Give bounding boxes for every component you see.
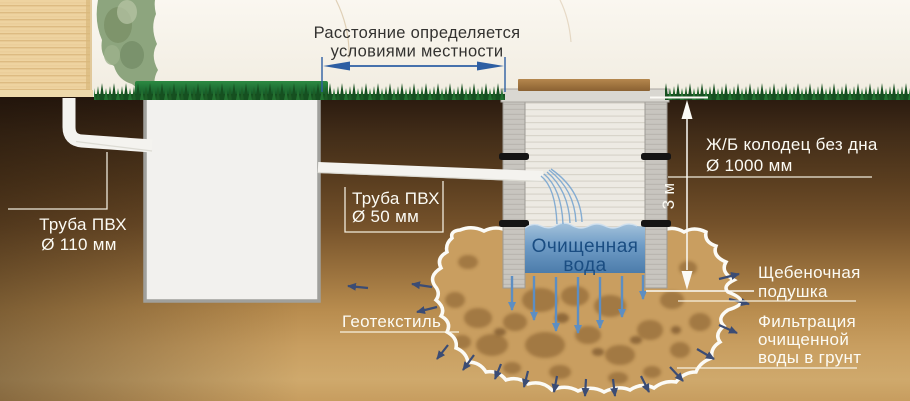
pipe110-label-line1: Труба ПВХ	[39, 215, 127, 234]
depth-dimension	[646, 96, 754, 292]
well-wall-left	[502, 100, 526, 289]
distance-label-line1: Расстояние определяется	[314, 24, 521, 42]
filtration-arrow	[347, 282, 369, 291]
distance-dimension	[321, 57, 506, 92]
filtration-label-line3: воды в грунт	[758, 348, 861, 367]
bush	[96, 0, 158, 91]
distance-arrowhead-right	[477, 61, 504, 71]
filtration-arrows	[347, 272, 750, 397]
outlet-pipe-50	[317, 162, 544, 183]
filtration-arrow	[522, 370, 530, 388]
distance-arrowhead-left	[323, 61, 350, 71]
filtration-arrow	[462, 354, 475, 371]
grass	[94, 83, 910, 100]
filtration-arrow	[551, 375, 560, 393]
water-surface	[524, 222, 638, 229]
pipe50-leader	[344, 181, 444, 233]
clean-water-label-line2: вода	[563, 255, 606, 276]
filtration-arrow	[581, 378, 590, 397]
filtration-arrow	[640, 375, 650, 393]
gravel-label-line2: подушка	[758, 282, 828, 301]
well-label-line2: Ø 1000 мм	[706, 156, 793, 175]
pipe50-label-line2: Ø 50 мм	[352, 207, 419, 226]
water-stream	[540, 168, 583, 225]
depth-arrowhead-up	[681, 100, 693, 119]
well-lid	[518, 79, 650, 91]
sketch-arc	[335, 0, 350, 59]
filtration-arrow	[669, 366, 684, 382]
filtration-arrow	[718, 323, 738, 335]
ring-joint-seal	[499, 153, 529, 160]
inlet-pipe-110	[62, 98, 153, 153]
filtration-arrow	[696, 348, 715, 360]
gravel-label-line1: Щебеночная	[758, 263, 861, 282]
filtration-arrow	[493, 363, 503, 380]
gravel-stones-dark	[494, 313, 681, 356]
septic-tank	[143, 94, 321, 303]
house-wall	[0, 0, 93, 98]
depth-arrowhead-down	[681, 271, 693, 290]
filtration-arrow	[411, 281, 433, 290]
geotextile-label: Геотекстиль	[342, 312, 441, 331]
infiltration-arrows	[508, 275, 647, 334]
sketch-arc	[559, 0, 572, 43]
well-label-line1: Ж/Б колодец без дна	[706, 135, 878, 154]
pipe110-label-line2: Ø 110 мм	[41, 235, 117, 254]
filtration-label-line1: Фильтрация	[758, 312, 856, 331]
geotextile-outline	[430, 226, 743, 394]
filtration-arrow	[436, 344, 449, 360]
clean-water-label-line1: Очищенная	[532, 236, 639, 257]
depth-label: 3 м	[659, 183, 678, 210]
pipe110-leader	[8, 152, 108, 210]
ring-joint-seal	[499, 220, 529, 227]
filtration-arrow	[718, 272, 740, 281]
filtration-arrow	[610, 378, 619, 397]
filtration-arrow	[416, 305, 438, 314]
distance-label-line2: условиями местности	[331, 43, 504, 61]
pipe50-label-line1: Труба ПВХ	[352, 189, 440, 208]
ring-joint-seal	[641, 220, 671, 227]
ring-joint-seal	[641, 153, 671, 160]
filtration-label-line2: очищенной	[758, 330, 849, 349]
purified-water	[525, 223, 645, 273]
